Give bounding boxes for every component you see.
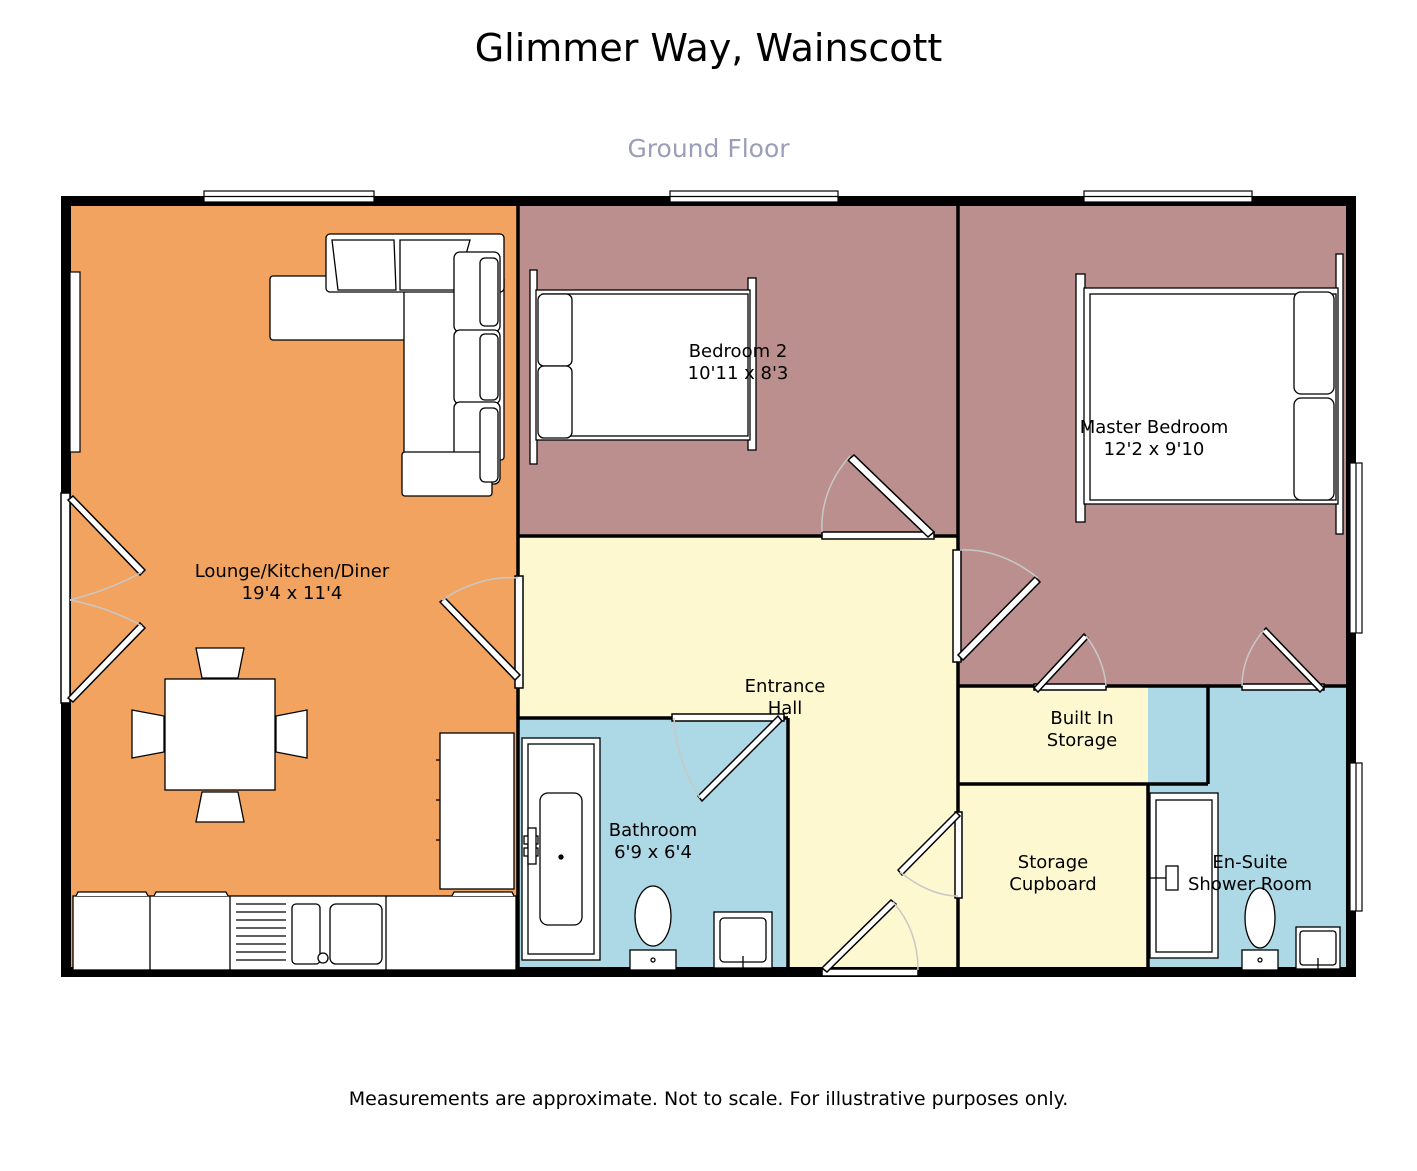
- bedroom-2-name: Bedroom 2: [689, 341, 788, 362]
- plan-title: Glimmer Way, Wainscott: [474, 26, 943, 70]
- toilet-bathroom: [629, 885, 677, 971]
- master-bedroom-name: Master Bedroom: [1080, 417, 1229, 438]
- hall-label-line-1: Entrance: [745, 676, 826, 697]
- bathroom-size: 6'9 x 6'4: [614, 842, 692, 863]
- room-labels: Lounge/Kitchen/Diner 19'4 x 11'4 Bedroom…: [195, 341, 1312, 895]
- lounge-name: Lounge/Kitchen/Diner: [195, 561, 390, 582]
- bath: [521, 737, 601, 961]
- double-bed-master: [1075, 253, 1344, 535]
- storage-label-line-1: Built In: [1050, 708, 1113, 729]
- furniture: [72, 233, 1344, 971]
- shower-tray: [1149, 792, 1219, 959]
- corner-sofa: [269, 233, 505, 497]
- lounge-size: 19'4 x 11'4: [242, 583, 343, 604]
- storage-cupboard-room: [958, 784, 1148, 972]
- basin-en-suite: [1295, 926, 1341, 970]
- kitchen-units: [72, 891, 517, 971]
- toilet-en-suite: [1241, 887, 1279, 971]
- sideboard: [439, 732, 515, 890]
- disclaimer: Measurements are approximate. Not to sca…: [348, 1088, 1069, 1110]
- master-bedroom-size: 12'2 x 9'10: [1104, 439, 1205, 460]
- basin-bathroom: [713, 911, 773, 970]
- en-suite-label-line-1: En-Suite: [1212, 852, 1287, 873]
- hall-label-line-2: Hall: [768, 698, 803, 719]
- double-bed-bedroom-2: [529, 269, 757, 465]
- windows: [69, 190, 1363, 912]
- floor-label: Ground Floor: [627, 134, 790, 163]
- bathroom-name: Bathroom: [609, 820, 697, 841]
- cupboard-label-line-2: Cupboard: [1009, 874, 1096, 895]
- dining-table: [131, 647, 308, 823]
- en-suite-label-line-2: Shower Room: [1188, 874, 1312, 895]
- cupboard-label-line-1: Storage: [1018, 852, 1088, 873]
- doors: [60, 453, 1326, 977]
- storage-label-line-2: Storage: [1047, 730, 1117, 751]
- bedroom-2-size: 10'11 x 8'3: [688, 363, 789, 384]
